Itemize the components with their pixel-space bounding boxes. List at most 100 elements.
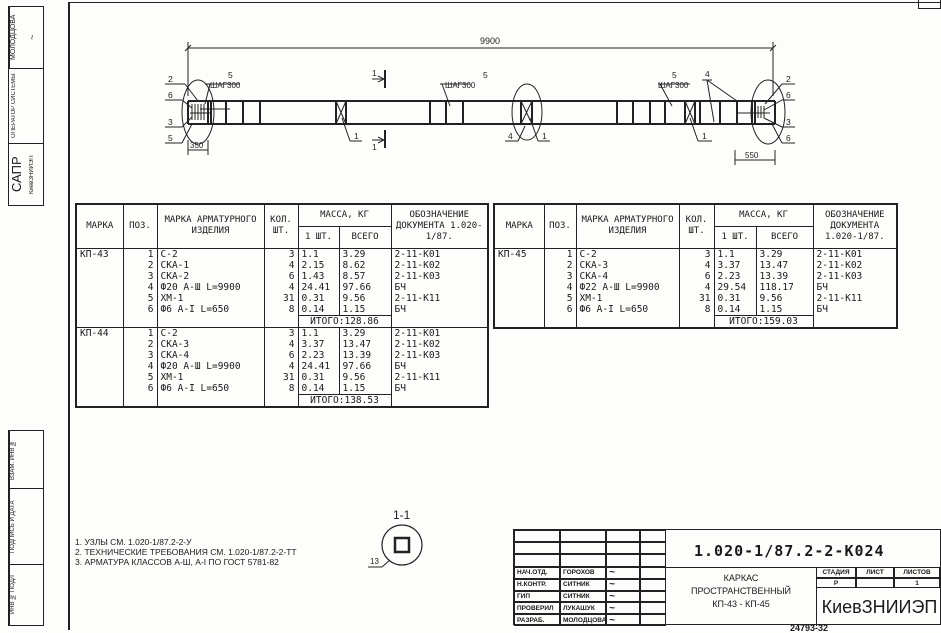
cell-marka	[75, 360, 124, 372]
cell-poz: 6	[122, 382, 158, 394]
cell-marka: КП-43	[75, 247, 124, 260]
cell-item: Ф20 А-Ш L=9900	[156, 360, 265, 372]
role-label: НАЧ.ОТД.	[514, 567, 560, 579]
cell-poz: 1	[543, 247, 577, 260]
cell-doc: БЧ	[812, 281, 898, 293]
stage-label: СТАДИЯ	[816, 567, 856, 578]
beam	[187, 100, 776, 125]
cell-mass-one: 1.1	[297, 247, 340, 260]
total-mass: ИТОГО:159.03	[713, 314, 814, 328]
signature: ~	[606, 614, 640, 626]
organization-logo: КиевЗНИИЭП	[816, 588, 941, 626]
empty-cell	[514, 530, 560, 542]
title-line: КАРКАС	[723, 573, 759, 583]
callout-1: 1	[354, 131, 359, 141]
empty-cell	[560, 542, 606, 554]
note-3: 3. АРМАТУРА КЛАССОВ А-Ш, А-I ПО ГОСТ 578…	[75, 557, 279, 567]
cell-qty: 4	[263, 259, 299, 271]
col-item-mark: МАРКА АРМАТУРНОГО ИЗДЕЛИЯ	[575, 203, 680, 249]
cell-doc: 2-11-К01	[812, 247, 898, 260]
cell-mass-one: 2.15	[297, 259, 340, 271]
callout-1: 1	[702, 131, 707, 141]
signature: ~	[606, 590, 640, 603]
cell-mass-one: 24.41	[297, 360, 340, 372]
callout-6: 6	[786, 133, 791, 143]
cell-poz: 2	[543, 259, 577, 271]
cell-mass-total: 13.47	[338, 338, 392, 350]
col-qty: КОЛ. ШТ.	[678, 203, 715, 249]
cell-qty: 6	[678, 270, 715, 282]
detail-ovals	[181, 79, 786, 145]
callout-2: 2	[786, 74, 791, 84]
callout-3: 3	[786, 117, 791, 127]
cell-qty: 8	[678, 303, 715, 315]
col-mass-total: ВСЕГО	[755, 225, 814, 249]
date	[640, 567, 666, 579]
cell-qty: 4	[678, 259, 715, 271]
total-mass: ИТОГО:128.86	[297, 314, 392, 328]
col-mass: МАССА, КГ	[297, 203, 392, 227]
cell-item: СКА-3	[575, 259, 680, 271]
title-line: ПРОСТРАНСТВЕННЫЙ	[690, 586, 791, 596]
cell-mass-total: 13.47	[755, 259, 814, 271]
cell-doc: 2-11-К02	[390, 259, 489, 271]
person-name: СИТНИК	[560, 590, 606, 603]
col-doc: ОБОЗНАЧЕНИЕ ДОКУМЕНТА 1.020-1/87.	[390, 203, 489, 249]
drawing-code: 1.020-1/87.2-2-К024	[694, 542, 885, 560]
cell-mass-one: 1.43	[297, 270, 340, 282]
cell-doc: БЧ	[812, 303, 898, 315]
title-line: КП-43 - КП-45	[712, 599, 770, 609]
cell-poz: 2	[122, 259, 158, 271]
cell-doc: 2-11-К03	[390, 270, 489, 282]
cell-mass-total: 97.66	[338, 360, 392, 372]
cell-doc: БЧ	[390, 360, 489, 372]
cell-poz: 3	[543, 270, 577, 282]
cell-item: ХМ-1	[156, 292, 265, 304]
col-mass-one: 1 ШТ.	[297, 225, 340, 249]
cell-qty: 4	[263, 360, 299, 372]
col-poz: ПОЗ.	[543, 203, 577, 249]
empty-cell	[606, 542, 640, 554]
person-name: ЛУКАШУК	[560, 602, 606, 615]
cell-item: Ф22 А-Ш L=9900	[575, 281, 680, 293]
cell-mass-one: 0.14	[297, 303, 340, 315]
cell-marka	[493, 292, 545, 304]
frame-drawing: 9900	[165, 36, 795, 165]
note-2: 2. ТЕХНИЧЕСКИЕ ТРЕБОВАНИЯ СМ. 1.020-1/87…	[75, 547, 297, 557]
cell-item: Ф6 А-I L=650	[156, 382, 265, 394]
cell-item: СКА-3	[156, 338, 265, 350]
col-qty: КОЛ. ШТ.	[263, 203, 299, 249]
col-mass: МАССА, КГ	[713, 203, 814, 227]
cell-poz: 5	[122, 292, 158, 304]
sheet-value	[856, 578, 894, 588]
cell-marka: КП-45	[493, 247, 545, 260]
cell-item: С-2	[156, 247, 265, 260]
col-mass-one: 1 ШТ.	[713, 225, 757, 249]
cell-marka	[493, 259, 545, 271]
cell-qty: 4	[678, 281, 715, 293]
callout-5: 5	[168, 133, 173, 143]
date	[640, 578, 666, 591]
col-mass-total: ВСЕГО	[338, 225, 392, 249]
total-row: ИТОГО:138.53	[75, 393, 489, 407]
sheets-value: 1	[894, 578, 940, 588]
leaders	[165, 70, 795, 165]
cell-qty: 8	[263, 303, 299, 315]
callout-5: 5	[228, 70, 233, 80]
col-doc: ОБОЗНАЧЕНИЕ ДОКУМЕНТА 1.020-1/87.	[812, 203, 898, 249]
cell-poz: 3	[122, 270, 158, 282]
empty-cell	[560, 554, 606, 567]
cell-doc: 2-11-К11	[812, 292, 898, 304]
cell-doc: БЧ	[390, 382, 489, 394]
cell-item: СКА-2	[156, 270, 265, 282]
cell-qty: 31	[678, 292, 715, 304]
inv-podl-label: ИНВ № ПОДЛ	[9, 565, 21, 625]
cell-qty: 4	[263, 281, 299, 293]
